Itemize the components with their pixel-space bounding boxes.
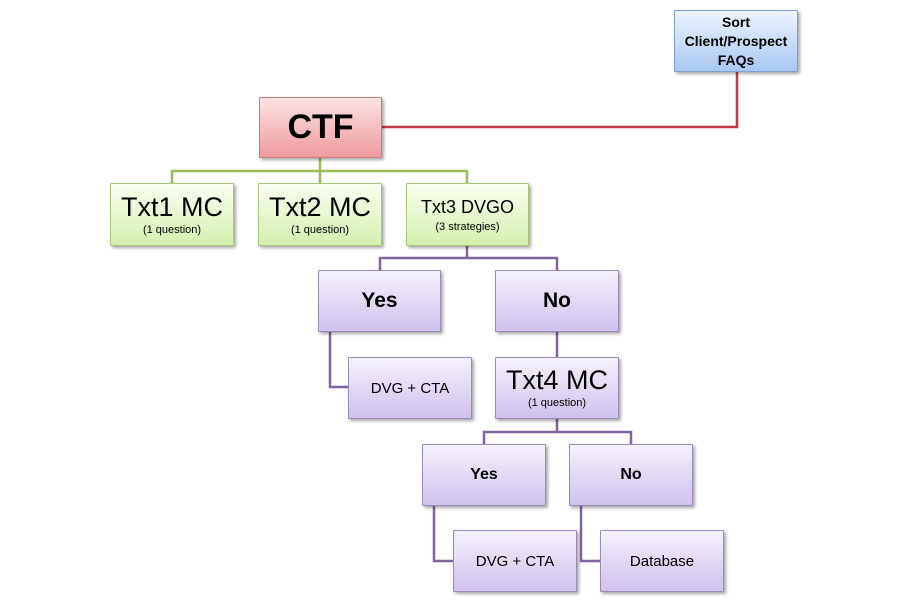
connector-yes2-no2-bus — [482, 430, 633, 444]
no2-label: No — [620, 466, 642, 483]
database-label: Database — [629, 552, 695, 570]
no1-label: No — [543, 289, 571, 312]
ctf-node: CTF — [259, 97, 382, 158]
connector-ctf-sort — [381, 72, 739, 129]
yes1-node: Yes — [318, 270, 441, 332]
yes1-label: Yes — [361, 289, 398, 312]
dvg-cta2-label: DVG + CTA — [475, 552, 555, 570]
connector-yes2-dvg — [432, 506, 453, 563]
txt3-sub: (3 strategies) — [435, 220, 500, 233]
dvg-cta1-label: DVG + CTA — [370, 379, 450, 397]
txt3-label: Txt3 DVGO — [420, 196, 514, 217]
txt3-node: Txt3 DVGO (3 strategies) — [406, 183, 529, 246]
sort-faqs-line2: Client/Prospect — [684, 32, 788, 49]
txt2-node: Txt2 MC (1 question) — [258, 183, 382, 246]
sort-faqs-line1: Sort — [722, 13, 750, 30]
no2-node: No — [569, 444, 693, 506]
ctf-label: CTF — [287, 108, 354, 146]
txt1-sub: (1 question) — [142, 223, 202, 236]
txt2-label: Txt2 MC — [268, 191, 371, 222]
connector-no2-database — [579, 506, 600, 563]
txt4-node: Txt4 MC (1 question) — [495, 357, 619, 419]
txt2-sub: (1 question) — [290, 223, 350, 236]
database-node: Database — [600, 530, 724, 592]
txt4-label: Txt4 MC — [505, 365, 608, 395]
txt4-sub: (1 question) — [527, 397, 587, 409]
connector-yes1-dvg — [328, 332, 348, 389]
connector-yes1-no1-bus — [378, 256, 559, 270]
no1-node: No — [495, 270, 619, 332]
yes2-node: Yes — [422, 444, 546, 506]
dvg-cta1-node: DVG + CTA — [348, 357, 472, 419]
txt1-node: Txt1 MC (1 question) — [110, 183, 234, 246]
sort-faqs-node: Sort Client/Prospect FAQs — [674, 10, 798, 72]
sort-faqs-line3: FAQs — [717, 51, 755, 68]
dvg-cta2-node: DVG + CTA — [453, 530, 577, 592]
yes2-label: Yes — [470, 466, 498, 483]
txt1-label: Txt1 MC — [120, 191, 223, 222]
